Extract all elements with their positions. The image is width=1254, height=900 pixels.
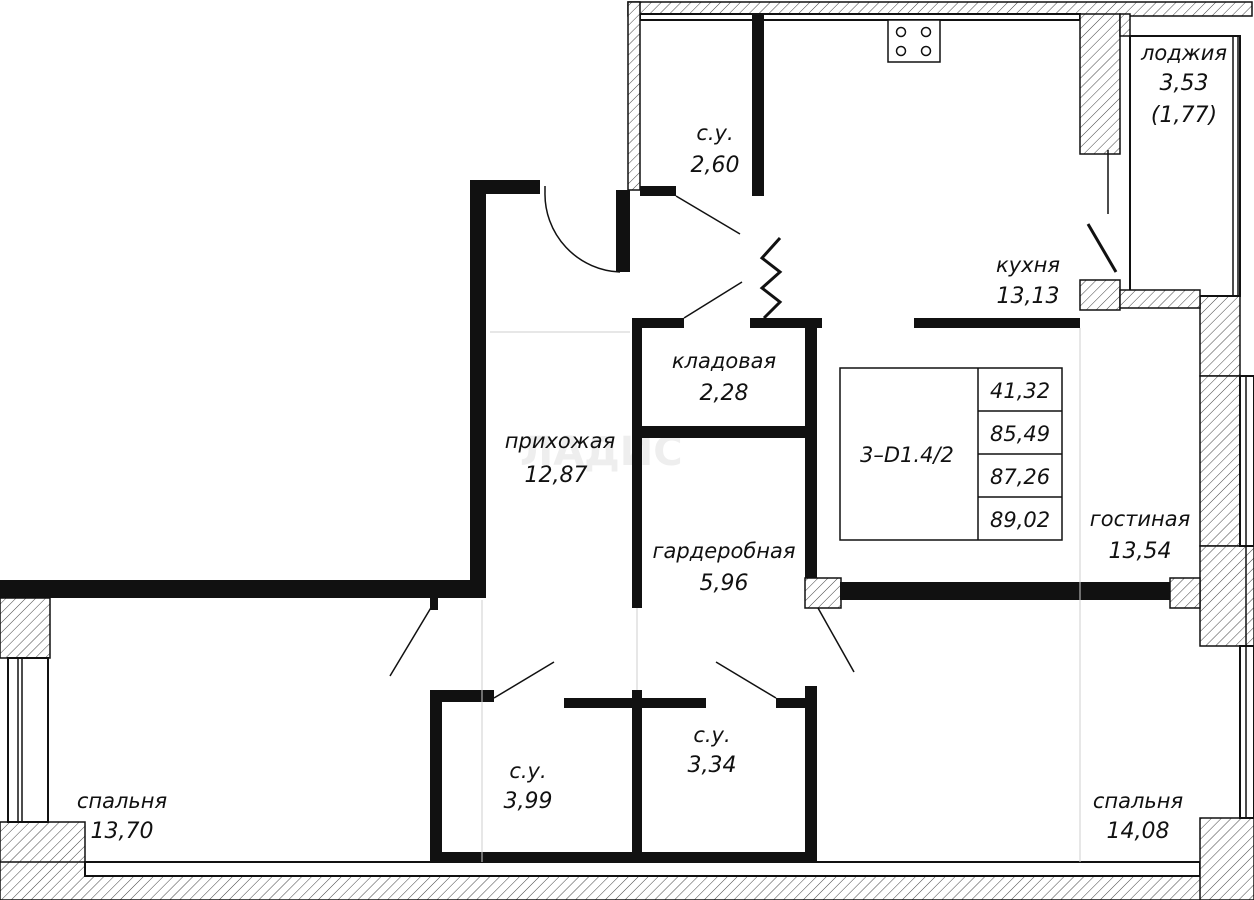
room-hall-label: прихожая [505,429,615,453]
apartment-code: 3–D1.4/2 [860,443,954,467]
room-loggia-extra: (1,77) [1151,103,1217,128]
area-value-4: 89,02 [990,508,1050,532]
room-labels: с.у. 2,60 лоджия 3,53 (1,77) кухня 13,13… [77,41,1227,844]
room-loggia-area: 3,53 [1160,71,1209,96]
room-living-area: 13,54 [1109,539,1172,564]
room-bath-top-label: с.у. [696,121,733,145]
doors [389,150,1118,699]
room-loggia-label: лоджия [1140,41,1227,65]
room-bath-left-label: с.у. [509,759,546,783]
room-storage-area: 2,28 [700,381,749,406]
area-value-3: 87,26 [990,465,1050,489]
room-kitchen-label: кухня [996,253,1060,277]
room-bedroom-left-label: спальня [77,789,167,813]
area-value-2: 85,49 [990,422,1050,446]
room-wardrobe-area: 5,96 [700,571,749,596]
room-bath-left-area: 3,99 [504,789,553,814]
room-wardrobe-label: гардеробная [652,539,795,563]
area-table: 3–D1.4/2 41,32 85,49 87,26 89,02 [839,367,1063,541]
room-living-label: гостиная [1090,507,1191,531]
stove-icon [887,19,941,63]
room-kitchen-area: 13,13 [997,284,1060,309]
room-bath-right-area: 3,34 [688,753,737,778]
room-bath-top-area: 2,60 [691,153,740,178]
room-storage-label: кладовая [672,349,776,373]
room-hall-area: 12,87 [525,463,588,488]
interior-walls [430,14,1201,862]
room-bedroom-left-area: 13,70 [91,819,154,844]
room-bath-right-label: с.у. [693,723,730,747]
dimension-lines [481,328,1081,862]
area-value-1: 41,32 [990,379,1050,403]
room-bedroom-right-area: 14,08 [1107,819,1170,844]
room-bedroom-right-label: спальня [1093,789,1183,813]
